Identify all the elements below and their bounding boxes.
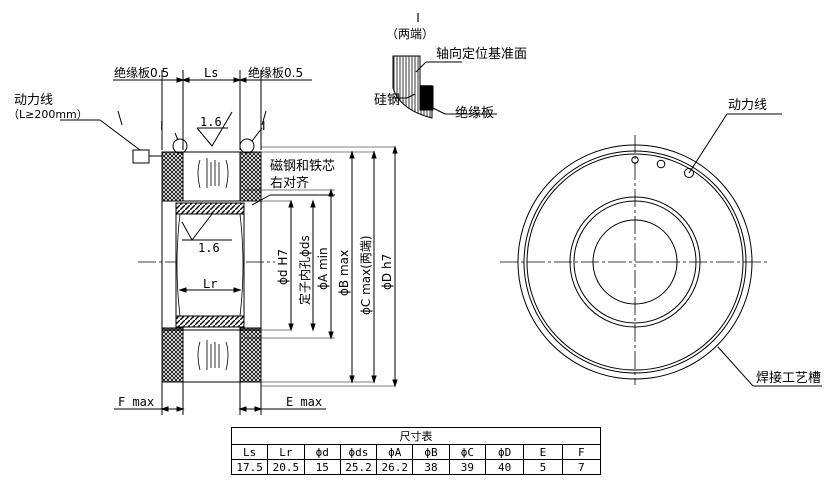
table-value-c: 39	[448, 459, 486, 475]
table-header-d: ϕd	[303, 444, 341, 460]
magnet-align-label-2: 右对齐	[270, 175, 309, 191]
power-line-left-note: （L≥200mm）	[8, 108, 88, 121]
dim-b-label: ϕB max	[337, 250, 351, 296]
roughness-inner-label: 1.6	[198, 241, 220, 255]
roughness-top-label: 1.6	[200, 115, 222, 129]
table-header-e: E	[523, 444, 563, 460]
detail-mark-left: I	[160, 119, 164, 133]
dim-ds-label: 定子内孔ϕds	[297, 235, 312, 305]
lr-label: Lr	[203, 277, 217, 291]
dim-a-label: ϕA min	[316, 247, 330, 290]
power-line-left-label: 动力线	[14, 93, 53, 108]
detail-mark-right: I	[262, 119, 266, 133]
table-value-dd: 40	[484, 459, 525, 475]
detail-note: （两端）	[386, 27, 434, 41]
table-value-e: 5	[523, 459, 563, 475]
ls-label: Ls	[204, 66, 218, 80]
table-value-lr: 20.5	[267, 459, 305, 475]
end-view	[117, 110, 822, 387]
table-header-f: F	[561, 444, 602, 460]
detail-view	[392, 55, 497, 119]
table-value-a: 26.2	[376, 459, 414, 475]
silicon-steel-label: 硅钢	[374, 93, 400, 108]
table-value-ds: 25.2	[339, 459, 378, 475]
table-header-ds: ϕds	[339, 444, 378, 460]
table-header-b: ϕB	[412, 444, 450, 460]
power-line-right-label: 动力线	[728, 98, 767, 113]
dim-d-label: ϕd H7	[276, 249, 290, 285]
weld-groove-label: 焊接工艺槽	[756, 370, 821, 386]
table-header-ls: Ls	[230, 444, 269, 460]
insulation-left-label: 绝缘板0.5	[114, 65, 169, 80]
table-header-dd: ϕD	[484, 444, 525, 460]
drawing-labels: I （两端） 轴向定位基准面 硅钢 绝缘板 绝缘板0.5 Ls 绝缘板0.5 动…	[8, 11, 821, 409]
table-header-lr: Lr	[267, 444, 305, 460]
motor-drawing: I （两端） 轴向定位基准面 硅钢 绝缘板 绝缘板0.5 Ls 绝缘板0.5 动…	[8, 11, 822, 415]
insulation-board-detail-label: 绝缘板	[455, 105, 494, 121]
table-header-row: Ls Lr ϕd ϕds ϕA ϕB ϕC ϕD E F	[230, 444, 602, 460]
table-value-d: 15	[303, 459, 341, 475]
table-value-b: 38	[412, 459, 450, 475]
dim-c-label: ϕC max(两端)	[359, 235, 373, 315]
dimension-table: 尺寸表 Ls Lr ϕd ϕds ϕA ϕB ϕC ϕD E F 17.5 20…	[230, 427, 602, 475]
table-title: 尺寸表	[231, 427, 601, 445]
axial-ref-label: 轴向定位基准面	[436, 46, 527, 62]
table-value-f: 7	[561, 459, 602, 475]
table-header-a: ϕA	[376, 444, 414, 460]
e-max-label: E max	[286, 395, 322, 409]
table-header-c: ϕC	[448, 444, 486, 460]
section-view	[60, 70, 398, 415]
dim-dd-label: ϕD h7	[380, 254, 394, 290]
f-max-label: F max	[118, 395, 154, 409]
table-value-ls: 17.5	[230, 459, 269, 475]
detail-mark: I	[416, 11, 420, 25]
magnet-align-label-1: 磁钢和铁芯	[270, 159, 335, 174]
table-value-row: 17.5 20.5 15 25.2 26.2 38 39 40 5 7	[230, 459, 602, 475]
insulation-right-label: 绝缘板0.5	[248, 65, 303, 80]
